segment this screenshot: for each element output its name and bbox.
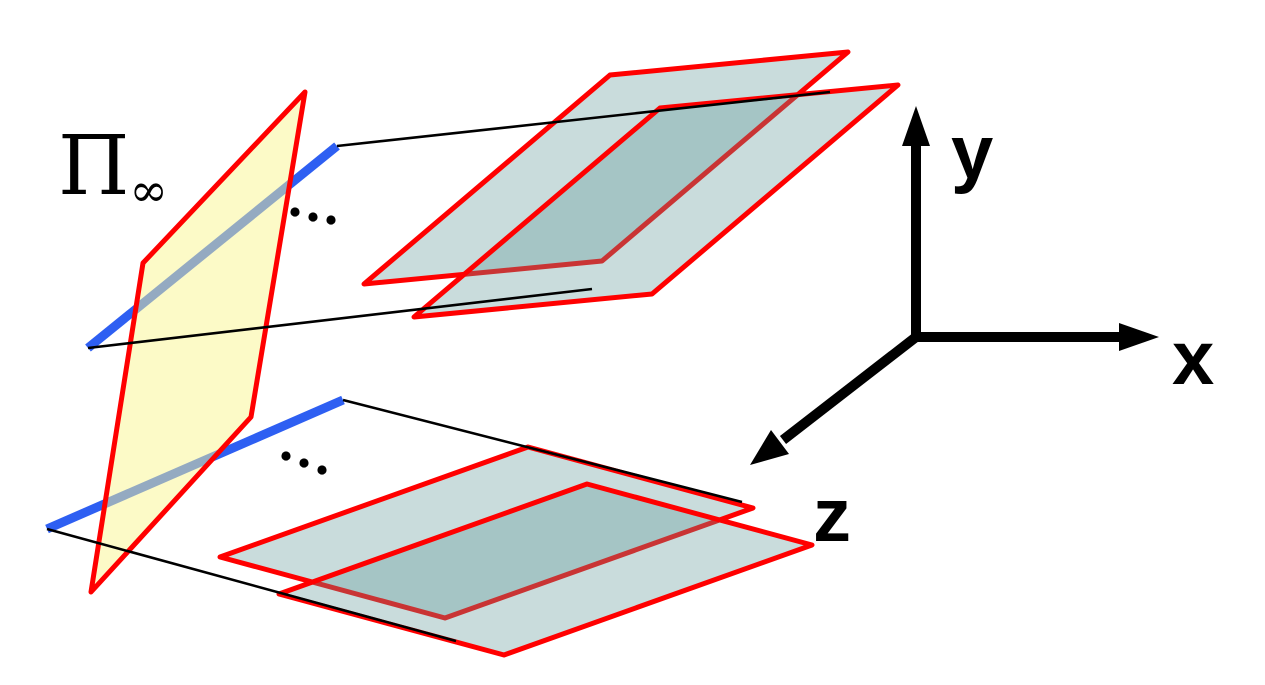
plane-at-infinity (88, 89, 308, 595)
connector-line-lower-bottom (46, 527, 457, 643)
connector-lines (46, 90, 831, 643)
xy-axis-lines (911, 140, 1124, 342)
connector-line-lower-top (342, 398, 743, 504)
dot (281, 451, 291, 461)
y-axis-label: y (951, 110, 994, 195)
ellipsis-dots-lower (281, 451, 327, 475)
y-axis-arrowhead (902, 106, 930, 146)
upper-plane-back (361, 49, 851, 287)
coordinate-axes (750, 106, 1159, 465)
upper-plane-front (411, 82, 901, 320)
dot (326, 215, 336, 225)
dot (290, 207, 300, 217)
ellipsis-dots-upper (290, 207, 336, 225)
z-axis-arrowhead (750, 430, 789, 465)
parallel-planes-upper (361, 49, 901, 320)
parallel-planes-lower (217, 444, 815, 658)
z-axis-label: z (813, 473, 851, 558)
pi-symbol: Π (58, 119, 130, 214)
x-axis-arrowhead (1119, 323, 1159, 351)
dot (317, 465, 327, 475)
connector-line-upper-top (336, 90, 831, 148)
connector-line-upper-bottom (87, 287, 593, 350)
dot (308, 212, 318, 222)
lower-plane-back (217, 444, 756, 621)
x-axis-label: x (1172, 316, 1215, 401)
z-axis-line (779, 333, 920, 444)
infinity-subscript: ∞ (129, 163, 168, 217)
dot (299, 458, 309, 468)
plane-infinity-label: Π∞ (58, 126, 168, 214)
